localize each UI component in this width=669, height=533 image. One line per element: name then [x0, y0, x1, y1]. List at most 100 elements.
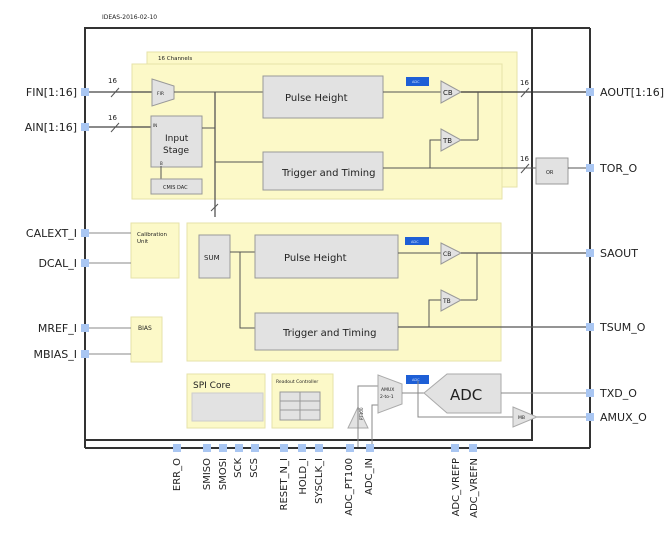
- pin-scs-marker: [251, 444, 259, 452]
- mb-in-wire: [417, 381, 513, 418]
- pin-smosi-marker: [219, 444, 227, 452]
- pin-label-right: AMUX_O: [600, 411, 647, 424]
- pin-label-bottom: SMISO: [202, 458, 213, 490]
- pin-label-bottom: SCK: [233, 458, 244, 478]
- amux-label-1: AMUX: [381, 387, 394, 393]
- pin-aout-1-16--marker: [586, 88, 594, 96]
- bus-slash: [520, 87, 530, 98]
- pulse-height-block: [262, 75, 384, 119]
- pin-label-bottom: HOLD_I: [298, 458, 309, 495]
- amux: [377, 374, 403, 414]
- trigger-timing-label: Trigger and Timing: [281, 168, 375, 179]
- pin-label-bottom: ERR_O: [172, 458, 183, 491]
- pin-calext-i-marker: [81, 229, 89, 237]
- input-stage-block: [150, 115, 203, 168]
- sum-adc-tag: [405, 237, 429, 245]
- pin-adc-vrefn-marker: [469, 444, 477, 452]
- pin-amux-o-marker: [586, 413, 594, 421]
- pin-label-right: TXD_O: [599, 387, 637, 400]
- mb-buffer: [512, 406, 539, 428]
- bias-block: [130, 316, 163, 363]
- bus-slash: [110, 122, 120, 133]
- pin-label-left: AIN[1:16]: [25, 121, 77, 134]
- sum-tb-label: TB: [442, 298, 451, 305]
- pin-label-bottom: SMOSI: [218, 458, 229, 490]
- pin-fin-1-16--marker: [81, 88, 89, 96]
- main-adc-tag: [406, 375, 429, 384]
- diagram-title: IDEAS-2016-02-10: [102, 14, 157, 21]
- pin-err-o-marker: [173, 444, 181, 452]
- pin-label-bottom: ADC_PT100: [344, 458, 355, 516]
- pin-ain-1-16--marker: [81, 123, 89, 131]
- pin-label-bottom: SYSCLK_I: [314, 458, 325, 504]
- calibration-unit: [130, 222, 180, 279]
- pin-label-left: MBIAS_I: [33, 348, 77, 361]
- pin-adc-pt100-marker: [346, 444, 354, 452]
- pin-adc-vrefp-marker: [451, 444, 459, 452]
- cmis-dac-label: CMIS DAC: [163, 185, 188, 191]
- spi-core-register: [191, 392, 264, 422]
- bus-slash: [210, 203, 219, 212]
- aout-bus-width: 16: [520, 79, 529, 87]
- adc-label: ADC: [450, 386, 482, 404]
- pin-label-bottom: RESET_N_I: [279, 458, 290, 510]
- ain-bus-width: 16: [108, 114, 117, 122]
- pin-dcal-i-marker: [81, 259, 89, 267]
- pin-txd-o-marker: [586, 389, 594, 397]
- fir-filter: [151, 78, 175, 107]
- input-stage-in-label: IN: [153, 123, 157, 128]
- pulse-height-label: Pulse Height: [285, 93, 348, 104]
- bus-slash: [110, 87, 120, 98]
- adc-tag-label: ADC: [412, 80, 420, 84]
- pin-label-right: AOUT[1:16]: [600, 86, 664, 99]
- fir-label: FIR: [157, 91, 164, 97]
- cmis-dac-block: [150, 178, 203, 195]
- pin-label-bottom: ADC_VREFN: [469, 458, 480, 518]
- pt100-label: PT100: [359, 407, 364, 420]
- sum-tb-in-wire: [428, 299, 441, 327]
- input-stage-b-label: B: [160, 161, 163, 166]
- spi-core-label: SPI Core: [193, 381, 231, 391]
- adc-in-wire: [371, 404, 378, 448]
- pin-label-right: SAOUT: [600, 247, 638, 260]
- cb-buffer: [440, 80, 463, 104]
- pin-smiso-marker: [203, 444, 211, 452]
- sum-cb-buffer: [440, 242, 463, 265]
- trigger-timing-block: [262, 151, 384, 191]
- sum-cb-label: CB: [443, 251, 451, 258]
- main-adc-tag-label: ADC: [412, 378, 420, 382]
- pin-label-left: CALEXT_I: [26, 227, 77, 240]
- tor-bus-width: 16: [520, 155, 529, 163]
- pin-mref-i-marker: [81, 324, 89, 332]
- cb-label: CB: [443, 89, 453, 97]
- pin-label-left: MREF_I: [38, 322, 77, 335]
- pin-label-left: DCAL_I: [38, 257, 77, 270]
- pin-tsum-o-marker: [586, 323, 594, 331]
- pin-label-right: TSUM_O: [599, 321, 646, 334]
- readout-controller-label: Readout Controller: [276, 379, 318, 385]
- sum-block: [198, 234, 231, 279]
- mb-label: MB: [518, 415, 525, 421]
- pin-label-bottom: ADC_IN: [364, 458, 375, 495]
- bias-label: BIAS: [138, 325, 152, 332]
- pin-reset-n-i-marker: [280, 444, 288, 452]
- pin-label-right: TOR_O: [599, 162, 638, 175]
- pin-sysclk-i-marker: [315, 444, 323, 452]
- calibration-label-2: Unit: [137, 239, 149, 245]
- pin-sck-marker: [235, 444, 243, 452]
- pin-mbias-i-marker: [81, 350, 89, 358]
- pt100-wire: [357, 385, 378, 448]
- pin-saout-marker: [586, 249, 594, 257]
- input-stage-label-2: Stage: [163, 146, 189, 156]
- sum-pulse-height-block: [254, 234, 399, 279]
- sum-adc-tag-label: ADC: [411, 240, 419, 244]
- fin-bus-width: 16: [108, 77, 117, 85]
- or-gate: [535, 157, 569, 185]
- tb-label: TB: [442, 137, 452, 145]
- or-label: OR: [546, 170, 554, 176]
- readout-table: [279, 391, 321, 421]
- input-stage-label-1: Input: [165, 134, 189, 144]
- calibration-label-1: Calibration: [137, 232, 167, 238]
- bus-slash: [520, 163, 530, 174]
